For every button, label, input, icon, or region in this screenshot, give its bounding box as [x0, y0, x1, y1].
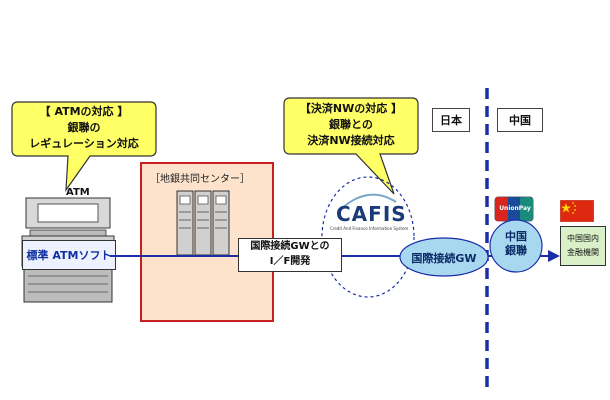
callout-settlement-bubble: [283, 97, 419, 195]
cafis-logo-text: CAFIS: [336, 202, 407, 226]
atm-software-label: 標準 ATMソフト: [26, 249, 112, 262]
shared-center-title: ［地銀共同センター］: [150, 174, 250, 185]
callout-settlement-line3: 決済NW接続対応: [307, 134, 395, 147]
region-china-label: 中国: [497, 108, 543, 132]
border-divider: [485, 88, 489, 388]
unionpay-label: 中国 銀聯: [488, 230, 544, 258]
unionpay-card-text: UnionPay: [499, 205, 531, 212]
atm-software-panel: 標準 ATMソフト: [22, 240, 116, 270]
callout-settlement-text: 【決済NWの対応 】 銀聯との 決済NW接続対応: [284, 101, 418, 149]
callout-atm-line3: レギュレーション対応: [29, 137, 139, 150]
interface-dev-line1: 国際接続GWとの: [250, 241, 330, 252]
unionpay-circle: [489, 219, 543, 273]
callout-settlement-line1: 【決済NWの対応 】: [299, 102, 403, 115]
server-rack-icon: [176, 190, 230, 256]
region-japan-text: 日本: [440, 114, 462, 127]
callout-atm-line2: 銀聯の: [67, 121, 101, 134]
callout-atm-line1: 【 ATMの対応 】: [39, 105, 129, 118]
gateway-label: 国際接続GW: [411, 252, 477, 265]
atm-label: ATM: [66, 187, 90, 198]
cafis-subtitle: Credit And Finance Information System: [330, 226, 409, 231]
china-bank-box: 中国国内 金融機関: [560, 226, 606, 266]
callout-settlement-line2: 銀聯との: [329, 118, 373, 131]
callout-atm-bubble: [11, 101, 157, 193]
gateway-ellipse: [399, 237, 489, 277]
unionpay-line2: 銀聯: [505, 244, 527, 257]
unionpay-card-icon: [494, 196, 534, 222]
china-bank-line1: 中国国内: [567, 234, 599, 243]
region-china-text: 中国: [509, 114, 531, 127]
cafis-boundary: [321, 176, 415, 298]
unionpay-line1: 中国: [505, 230, 527, 243]
interface-dev-line2: I／F開発: [269, 256, 311, 267]
china-bank-line2: 金融機関: [567, 248, 599, 257]
cafis-logo-icon: [339, 193, 397, 211]
china-flag-icon: [560, 200, 594, 222]
callout-atm-text: 【 ATMの対応 】 銀聯の レギュレーション対応: [12, 104, 156, 152]
region-japan-label: 日本: [432, 108, 470, 132]
interface-dev-box: 国際接続GWとの I／F開発: [238, 238, 342, 272]
